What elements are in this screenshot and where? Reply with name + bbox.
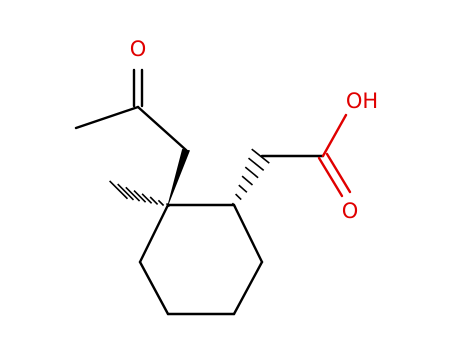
bond-ch2-carbonyl xyxy=(136,105,188,152)
ketone-oxygen-label: O xyxy=(130,37,147,61)
acid-carbonyl-oxygen-label: O xyxy=(342,199,359,223)
ring-bond-c5-c6 xyxy=(138,260,170,316)
bond-carbonyl-methyl xyxy=(74,105,140,130)
carboxyl-double-bond-a xyxy=(317,156,344,198)
acetic-hashed-wedge-bond xyxy=(231,148,270,208)
acetic-acid-group xyxy=(260,113,352,198)
cyclohexane-ring xyxy=(138,203,264,316)
oxopropyl-chain xyxy=(74,68,188,152)
ring-bond-c2-c3 xyxy=(232,203,264,264)
carboxyl-oh-bond xyxy=(321,113,348,158)
ring-bond-c3-c4 xyxy=(232,260,264,316)
methyl-hashed-wedge-bond xyxy=(109,180,171,208)
ring-bond-c6-c1 xyxy=(138,203,170,264)
acid-hydroxyl-label: OH xyxy=(346,89,378,113)
carboxyl-double-bond-b xyxy=(325,152,352,194)
oxopropyl-solid-wedge-bond xyxy=(167,148,190,206)
